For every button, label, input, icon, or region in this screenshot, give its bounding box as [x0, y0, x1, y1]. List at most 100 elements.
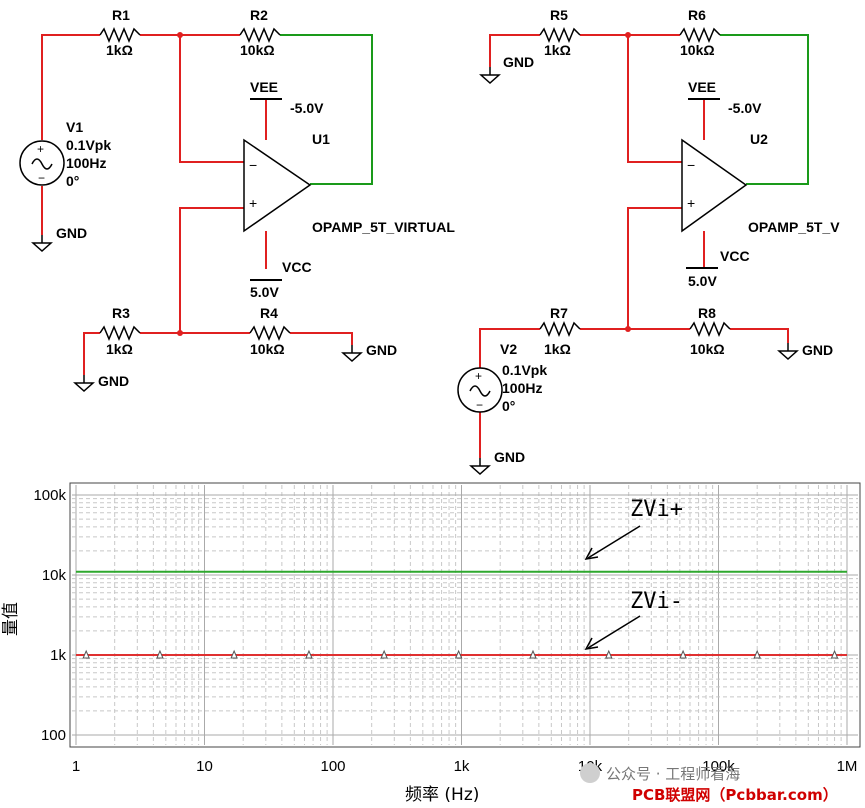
resistor-r7 [539, 321, 581, 337]
x-tick-label: 10 [196, 758, 213, 775]
watermark-site: PCB联盟网（Pcbbar.com） [632, 786, 838, 804]
watermark-text: 公众号 · 工程师看海 [606, 765, 740, 783]
series-label-zvi-minus: ZVi- [630, 589, 683, 614]
data-marker [156, 649, 164, 659]
junction-dot [625, 326, 631, 332]
right-wires-green [720, 34, 809, 185]
vcc-value: 5.0V [250, 284, 279, 300]
resistor-r2 [239, 27, 281, 43]
ground-symbol [778, 342, 798, 360]
svg-text:−: − [476, 398, 483, 412]
left-wires-green [280, 34, 373, 185]
resistor-r4 [249, 325, 291, 341]
ac-source-v1: + − [19, 140, 65, 186]
data-marker [753, 649, 761, 659]
data-marker [679, 649, 687, 659]
wechat-icon [580, 763, 600, 783]
junction-dot [177, 330, 183, 336]
svg-text:+: + [249, 195, 257, 211]
v1-freq: 100Hz [66, 155, 106, 171]
ground-symbol [470, 457, 490, 475]
x-tick-label: 1k [454, 758, 470, 775]
resistor-r3 [99, 325, 141, 341]
data-marker [305, 649, 313, 659]
r4-value: 10kΩ [250, 341, 285, 357]
x-tick-label: 100 [320, 758, 345, 775]
plot-series [76, 570, 847, 656]
resistor-r1 [99, 27, 141, 43]
gnd-label: GND [802, 342, 833, 358]
vcc-value: 5.0V [688, 273, 717, 289]
x-axis-label: 频率 (Hz) [405, 785, 479, 805]
r6-name: R6 [688, 7, 706, 23]
impedance-plot: 1101001k10k100k1M100k10k1k100 ZVi+ ZVi- … [1, 482, 861, 805]
data-marker [830, 649, 839, 659]
r2-name: R2 [250, 7, 268, 23]
svg-text:−: − [38, 171, 45, 185]
gnd-label: GND [56, 225, 87, 241]
y-tick-label: 100 [41, 727, 66, 744]
plot-frame [69, 482, 861, 748]
resistor-r8 [689, 321, 731, 337]
y-tick-label: 100k [33, 487, 66, 504]
gnd-label: GND [503, 54, 534, 70]
plot-grid [72, 485, 858, 745]
data-marker [529, 649, 537, 659]
vee-value: -5.0V [290, 100, 324, 116]
junction-dot [177, 32, 183, 38]
watermark: 公众号 · 工程师看海 PCB联盟网（Pcbbar.com） [580, 763, 838, 804]
u1-name: U1 [312, 131, 330, 147]
v1-phase: 0° [66, 173, 79, 189]
u2-model: OPAMP_5T_V [748, 219, 840, 235]
junction-dot [625, 32, 631, 38]
arrow-head [584, 547, 599, 560]
right-wires-red [479, 34, 789, 458]
data-marker [605, 649, 613, 659]
vcc-name: VCC [720, 248, 750, 264]
y-tick-label: 1k [50, 647, 66, 664]
ac-source-v2: + − [457, 367, 503, 413]
ground-symbol [480, 66, 500, 84]
data-marker [454, 649, 463, 659]
ground-symbol [342, 344, 362, 362]
svg-text:+: + [687, 195, 695, 211]
data-marker [230, 649, 238, 659]
r3-value: 1kΩ [106, 341, 133, 357]
v1-amp: 0.1Vpk [66, 137, 111, 153]
data-marker [82, 649, 90, 659]
circuit-right: R5 1kΩ R6 10kΩ R7 1kΩ R8 10kΩ + − V2 0.1… [457, 7, 840, 475]
left-wires-red [41, 34, 353, 375]
u2-name: U2 [750, 131, 768, 147]
vee-name: VEE [688, 79, 716, 95]
v1-name: V1 [66, 119, 83, 135]
opamp-u1: − + [243, 138, 312, 233]
v2-amp: 0.1Vpk [502, 362, 547, 378]
u1-model: OPAMP_5T_VIRTUAL [312, 219, 455, 235]
svg-text:+: + [37, 142, 44, 156]
v2-freq: 100Hz [502, 380, 542, 396]
plot-markers [82, 649, 839, 659]
ground-symbol [32, 234, 52, 252]
r5-name: R5 [550, 7, 568, 23]
x-tick-label: 1 [72, 758, 80, 775]
gnd-label: GND [494, 449, 525, 465]
vee-name: VEE [250, 79, 278, 95]
y-axis-label: 量值 [1, 602, 21, 636]
r8-value: 10kΩ [690, 341, 725, 357]
plot-tick-labels: 1101001k10k100k1M100k10k1k100 [33, 487, 857, 775]
v2-name: V2 [500, 341, 517, 357]
arrow-zvi-plus [587, 525, 641, 559]
arrow-zvi-minus [587, 615, 641, 649]
r2-value: 10kΩ [240, 42, 275, 58]
x-tick-label: 100k [702, 758, 735, 775]
gnd-label: GND [366, 342, 397, 358]
series-label-zvi-plus: ZVi+ [630, 497, 683, 522]
r4-name: R4 [260, 305, 278, 321]
arrow-head [584, 637, 599, 650]
v2-phase: 0° [502, 398, 515, 414]
x-tick-label: 1M [837, 758, 858, 775]
gnd-label: GND [98, 373, 129, 389]
r7-value: 1kΩ [544, 341, 571, 357]
r1-value: 1kΩ [106, 42, 133, 58]
